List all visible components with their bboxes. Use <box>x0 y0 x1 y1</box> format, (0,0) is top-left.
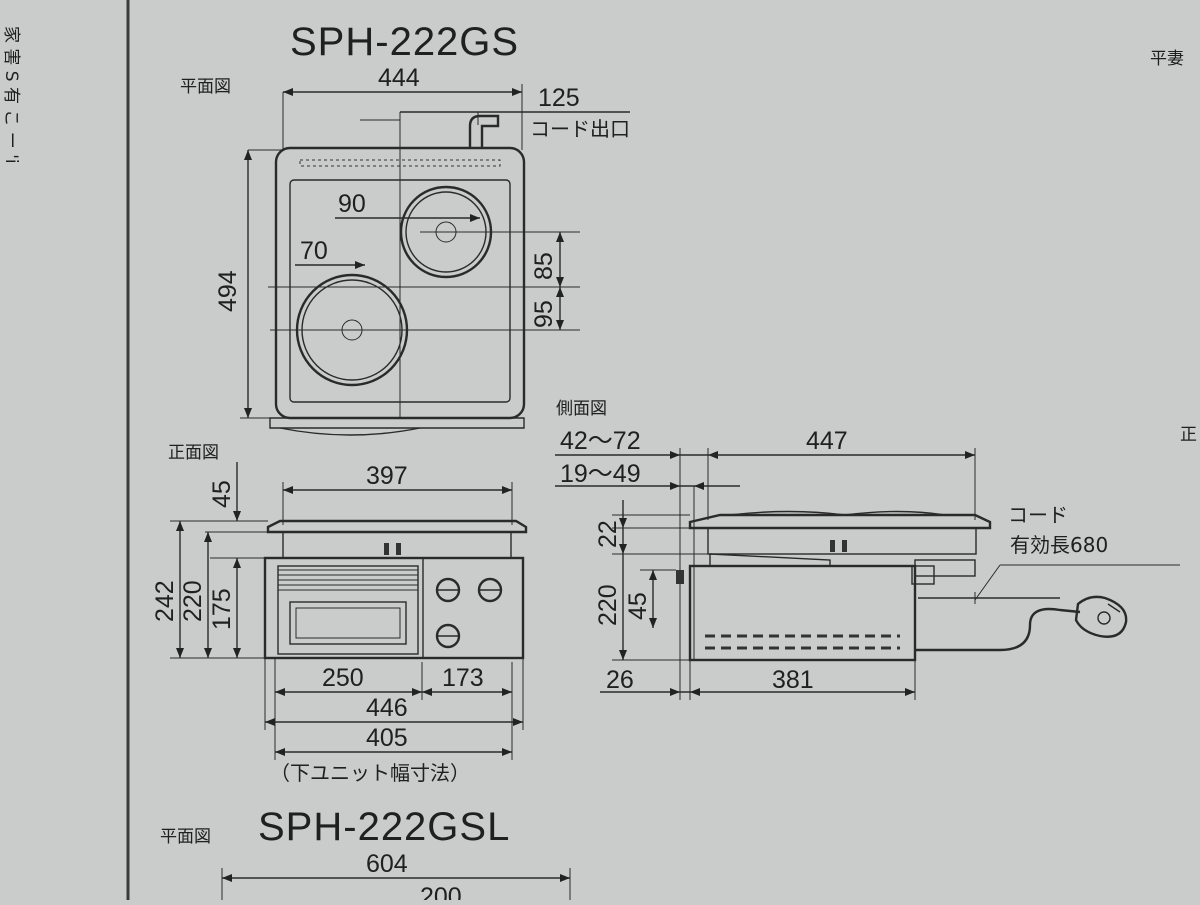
edge-text-left: 家 害 S 有 こ ー 'i <box>1 26 21 164</box>
front-unit-note: （下ユニット幅寸法） <box>270 761 470 785</box>
side-cord-label: コード <box>1008 503 1068 527</box>
side-range-b-dim: 19〜49 <box>560 460 641 488</box>
front-width-total-dim: 446 <box>366 694 408 722</box>
side-range-a-dim: 42〜72 <box>560 427 641 455</box>
plan-cord-outlet-label: コード出口 <box>530 117 630 141</box>
side-body-height-dim: 220 <box>594 584 622 626</box>
plan-burner-small-offset-dim: 90 <box>338 190 366 218</box>
front-body-height-dim: 220 <box>179 580 207 622</box>
side-plug-icon <box>1074 595 1128 638</box>
plan-view-label: 平面図 <box>180 77 231 97</box>
side-cord <box>915 607 1081 652</box>
front-width-left-dim: 250 <box>322 664 364 692</box>
plan-view: 444 125 コード出口 494 <box>214 64 630 436</box>
front-view-label: 正面図 <box>168 443 219 463</box>
plan-burner-large-offset-dim: 70 <box>300 237 328 265</box>
side-view-label: 側面図 <box>556 399 607 419</box>
plan-depth-dim: 494 <box>214 270 242 312</box>
plan-cord-offset-dim: 125 <box>538 84 580 112</box>
second-partial-dim: 200 <box>420 883 462 900</box>
side-vent-slots <box>705 634 900 650</box>
front-top-width-dim: 397 <box>366 462 408 490</box>
side-front-offset-dim: 26 <box>606 666 634 694</box>
front-top-offset-dim: 45 <box>208 480 236 508</box>
model-title-main: SPH-222GS <box>290 20 519 64</box>
front-total-height-dim: 242 <box>151 580 179 622</box>
edge-text-mid-right: 正 <box>1180 425 1197 445</box>
model-title-second: SPH-222GSL <box>258 805 510 849</box>
front-view: 397 45 <box>151 462 528 785</box>
plan-second-view-label: 平面図 <box>160 827 211 847</box>
front-unit-height-dim: 175 <box>208 588 236 630</box>
plan-front-center-b-dim: 95 <box>530 300 558 328</box>
side-cord-length-label: 有効長680 <box>1010 533 1108 557</box>
side-unit-depth-dim: 381 <box>772 666 814 694</box>
side-inner-height-dim: 45 <box>624 592 652 620</box>
front-unit-width-dim: 405 <box>366 724 408 752</box>
side-view: 42〜72 19〜49 447 <box>555 427 1180 700</box>
edge-text-top-right: 平妻 <box>1150 49 1184 69</box>
plan-front-center-a-dim: 85 <box>530 252 558 280</box>
plan-width-dim: 444 <box>378 64 420 92</box>
second-width-dim: 604 <box>366 850 408 878</box>
front-width-right-dim: 173 <box>442 664 484 692</box>
side-depth-dim: 447 <box>806 427 848 455</box>
side-top-thickness-dim: 22 <box>594 520 622 548</box>
